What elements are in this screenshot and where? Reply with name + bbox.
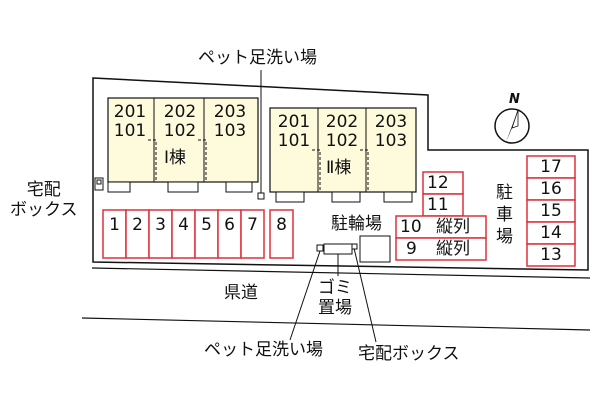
room-upper: 202 <box>325 112 359 132</box>
parking-label-6: 6 <box>224 215 235 235</box>
parking-label-16: 16 <box>540 179 562 199</box>
parking-note-9: 縦列 <box>436 239 470 259</box>
room-lower: 103 <box>213 121 247 141</box>
building-2-name: Ⅱ棟 <box>326 158 352 178</box>
parking-label-5: 5 <box>201 215 212 235</box>
leader-delivery-bottom <box>353 247 377 343</box>
parking-label-3: 3 <box>155 215 166 235</box>
parking-space-7 <box>240 209 265 259</box>
parking-left-row <box>102 209 294 259</box>
pet-wash-box-bottom <box>316 244 324 252</box>
bicycle-parking-label: 駐輪場 <box>331 214 382 234</box>
building-1-room: 203 103 <box>204 103 256 141</box>
pet-wash-label-bottom: ペット足洗い場 <box>204 340 323 360</box>
building-1 <box>107 97 259 183</box>
building-2-step <box>331 191 361 203</box>
parking-label-7: 7 <box>247 215 258 235</box>
building-2-room: 201 101 <box>268 113 320 151</box>
garbage-label: ゴミ 置場 <box>318 278 352 318</box>
room-lower: 102 <box>325 131 359 151</box>
north-arrow-icon <box>494 108 530 144</box>
delivery-box-label-bottom: 宅配ボックス <box>358 344 460 364</box>
building-2 <box>269 107 417 193</box>
room-upper: 203 <box>374 112 408 132</box>
building-1-step <box>167 181 199 193</box>
delivery-box-bottom <box>351 243 358 250</box>
parking-label-2: 2 <box>132 215 143 235</box>
pet-wash-box-top <box>257 192 265 200</box>
building-1-name: Ⅰ棟 <box>164 148 187 168</box>
building-2-room: 203 103 <box>365 113 417 151</box>
parking-label-4: 4 <box>178 215 189 235</box>
parking-note-10: 縦列 <box>436 217 470 237</box>
building-1-room: 202 102 <box>154 103 206 141</box>
garbage-area <box>323 243 353 255</box>
building-2-step <box>383 191 413 203</box>
north-label: N <box>509 92 520 107</box>
room-lower: 102 <box>163 121 197 141</box>
parking-right <box>526 155 576 267</box>
building-2-step <box>275 191 305 203</box>
building-1-stairs <box>148 139 207 180</box>
parking-label-15: 15 <box>540 201 562 221</box>
parking-space-8 <box>269 209 294 259</box>
building-1-step <box>107 181 131 193</box>
room-upper: 201 <box>113 102 147 122</box>
parking-label-17: 17 <box>540 157 562 177</box>
parking-label-10: 10 <box>400 217 422 237</box>
parking-label-1: 1 <box>109 215 120 235</box>
room-upper: 201 <box>277 112 311 132</box>
bicycle-parking-area <box>359 235 391 263</box>
room-lower: 103 <box>374 131 408 151</box>
pet-wash-label-top: ペット足洗い場 <box>198 48 317 68</box>
parking-label-11: 11 <box>427 195 449 215</box>
room-upper: 203 <box>213 102 247 122</box>
parking-label-13: 13 <box>540 245 562 265</box>
parking-label-12: 12 <box>427 173 449 193</box>
leader-pet-wash-bottom <box>289 250 321 341</box>
delivery-box-left-inner <box>96 179 102 185</box>
parking-label-8: 8 <box>276 215 287 235</box>
room-upper: 202 <box>163 102 197 122</box>
parking-space-9 <box>395 237 487 261</box>
building-2-stairs <box>312 149 369 190</box>
room-lower: 101 <box>113 121 147 141</box>
building-2-room: 202 102 <box>316 113 368 151</box>
road-edge-top <box>91 267 591 279</box>
prefectural-road-label: 県道 <box>224 283 258 303</box>
parking-mid <box>395 171 487 261</box>
parking-label-14: 14 <box>540 223 562 243</box>
delivery-box-label-left: 宅配 ボックス <box>10 180 78 220</box>
room-lower: 101 <box>277 131 311 151</box>
parking-label-9: 9 <box>406 239 417 259</box>
parking-space-13 <box>526 243 576 267</box>
building-1-room: 201 101 <box>104 103 156 141</box>
road-edge-bottom <box>81 317 591 331</box>
parking-lot-label: 駐 車 場 <box>496 183 513 247</box>
building-1-step <box>225 181 253 193</box>
